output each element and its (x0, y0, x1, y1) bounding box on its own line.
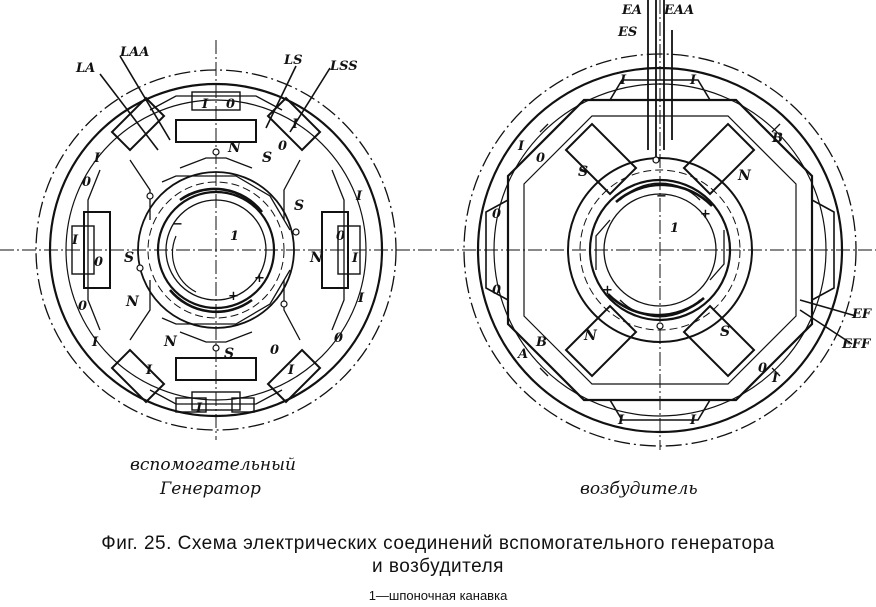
pole-label: N (163, 334, 178, 350)
coil-mark: I (93, 151, 101, 166)
coil-mark: 0 (492, 283, 501, 298)
polarity-plus: + (700, 207, 711, 222)
pole-label: S (294, 198, 304, 214)
coil-mark: I (617, 413, 625, 428)
coil-mark: I (689, 413, 697, 428)
lead-label-es: ES (617, 25, 637, 40)
aux-generator-labels: LA LAA LS LSS N S N S N S N S I 0 I 0 I … (71, 45, 365, 499)
coil-mark: I (619, 73, 627, 88)
coil-mark: 0 (226, 97, 235, 112)
coil-mark: 0 (758, 361, 767, 376)
pole-label: N (125, 294, 140, 310)
pole-label: S (124, 250, 134, 266)
polarity-minus: − (656, 189, 667, 204)
coil-mark: 0 (94, 255, 103, 270)
coil-mark: I (71, 233, 79, 248)
exciter-caption: возбудитель (580, 479, 698, 499)
coil-mark: 0 (336, 229, 345, 244)
lead-label-ls: LS (283, 53, 303, 68)
mark-b: B (771, 131, 783, 146)
polarity-plus: + (228, 289, 239, 304)
figure-caption: Фиг. 25. Схема электрических соединений … (101, 533, 775, 554)
coil-mark: 0 (536, 151, 545, 166)
pole-label: N (309, 250, 324, 266)
pole-label: S (262, 150, 272, 166)
aux-generator (0, 40, 440, 440)
coil-mark: I (291, 117, 299, 132)
coil-mark: I (355, 189, 363, 204)
lead-label-ef: EF (851, 307, 872, 322)
coil-mark: I (357, 291, 365, 306)
lead-label-eff: EFF (841, 337, 871, 352)
coil-mark: I (201, 97, 209, 112)
mark-b: B (535, 335, 547, 350)
coil-mark: I (145, 363, 153, 378)
keyway-mark: 1 (230, 229, 239, 244)
figure-note: 1—шпоночная канавка (368, 588, 508, 603)
lead-label-ea: EA (621, 3, 642, 18)
coil-mark: 0 (492, 207, 501, 222)
aux-generator-caption: Генератор (159, 479, 261, 499)
coil-mark: I (287, 363, 295, 378)
coil-mark: 0 (334, 331, 343, 346)
lead-label-eaa: EAA (663, 3, 694, 18)
polarity-plus: + (254, 271, 265, 286)
pole-label: N (227, 140, 242, 156)
pole-label: S (578, 164, 588, 180)
pole-label: S (720, 324, 730, 340)
lead-label-laa: LAA (119, 45, 149, 60)
coil-mark: I (91, 335, 99, 350)
coil-mark: I (771, 371, 779, 386)
coil-mark: 0 (270, 343, 279, 358)
lead-label-la: LA (75, 61, 95, 76)
pole-label: S (224, 346, 234, 362)
mark-a: A (516, 347, 528, 362)
coil-mark: 0 (278, 139, 287, 154)
coil-mark: I (689, 73, 697, 88)
coil-mark: 0 (78, 299, 87, 314)
polarity-plus: + (602, 283, 613, 298)
keyway-mark: 1 (670, 221, 679, 236)
pole-label: N (737, 168, 752, 184)
exciter-labels: EA EAA ES EF EFF S N S N I I I 0 0 0 I I… (492, 3, 872, 499)
aux-generator-caption: вспомогательный (130, 455, 296, 475)
coil-mark: I (195, 401, 203, 416)
coil-mark: I (517, 139, 525, 154)
pole-label: N (583, 328, 598, 344)
exciter (440, 0, 876, 450)
coil-mark: 0 (82, 175, 91, 190)
lead-label-lss: LSS (329, 59, 358, 74)
figure-caption-line2: и возбудителя (372, 556, 504, 577)
polarity-minus: − (172, 217, 183, 232)
coil-mark: I (351, 251, 359, 266)
